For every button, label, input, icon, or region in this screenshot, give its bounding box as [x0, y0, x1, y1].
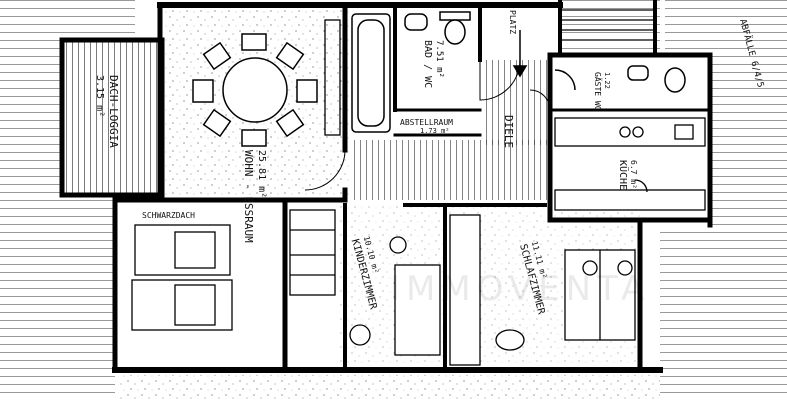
hallway-hatch: [350, 140, 550, 200]
label-schwarzdach: SCHWARZDACH: [142, 211, 195, 220]
abstellraum-name: ABSTELLRAUM: [400, 118, 453, 127]
loggia-hatch: [62, 40, 162, 195]
wohn-essraum-area: 25.81 m²: [256, 150, 267, 198]
label-top-note: PLATZ: [508, 10, 517, 34]
dachloggia-name: DACH-LOGGIA: [107, 75, 120, 148]
label-bad-wc: BAD / WC 7.51 m²: [422, 40, 444, 88]
gaeste-wc-area: 1.22: [603, 72, 611, 89]
dachloggia-area: 3.15 m²: [94, 75, 105, 117]
label-gaeste-wc: GÄSTE WC 1.22: [593, 72, 611, 111]
label-abstellraum: ABSTELLRAUM 1.73 m²: [400, 118, 453, 135]
toilet-icon: [404, 11, 471, 45]
bad-wc-name: BAD / WC: [422, 40, 433, 88]
living-furniture: [131, 19, 341, 331]
guest-wc-icon: [554, 65, 686, 93]
label-wohn-essraum: WOHN - ESSRAUM 25.81 m²: [242, 150, 267, 243]
staircase: [560, 9, 655, 41]
kitchen-fixtures: [554, 117, 706, 211]
abstellraum-area: 1.73 m²: [420, 127, 450, 135]
watermark: IMMOVENTA: [390, 269, 650, 309]
diele-name: DIELE: [502, 115, 515, 148]
roof-left-hatching: [0, 0, 115, 400]
roof-top-strip: [0, 0, 660, 50]
bathtub: [351, 13, 391, 133]
schwarzdach-name: SCHWARZDACH: [142, 211, 195, 220]
bedroom-furniture: [449, 214, 636, 366]
roof-right-hatching: [660, 0, 787, 400]
kueche-name: KÜCHE: [617, 160, 630, 190]
top-note-text: PLATZ: [508, 10, 517, 34]
label-dachloggia: DACH-LOGGIA 3.15 m²: [94, 75, 120, 148]
kueche-area: 6.7 m²: [629, 160, 638, 189]
bad-wc-area: 7.51 m²: [434, 40, 444, 78]
wohn-essraum-name: WOHN - ESSRAUM: [242, 150, 255, 243]
bottom-terrace-texture: [120, 375, 660, 400]
dining-table: [192, 33, 318, 147]
walls: [112, 0, 713, 373]
arrow-icon: [512, 30, 528, 78]
label-diele: DIELE: [502, 115, 515, 148]
gaeste-wc-name: GÄSTE WC: [593, 72, 603, 111]
label-kueche: KÜCHE 6.7 m²: [617, 160, 638, 190]
kids-room-furniture: [289, 209, 441, 356]
